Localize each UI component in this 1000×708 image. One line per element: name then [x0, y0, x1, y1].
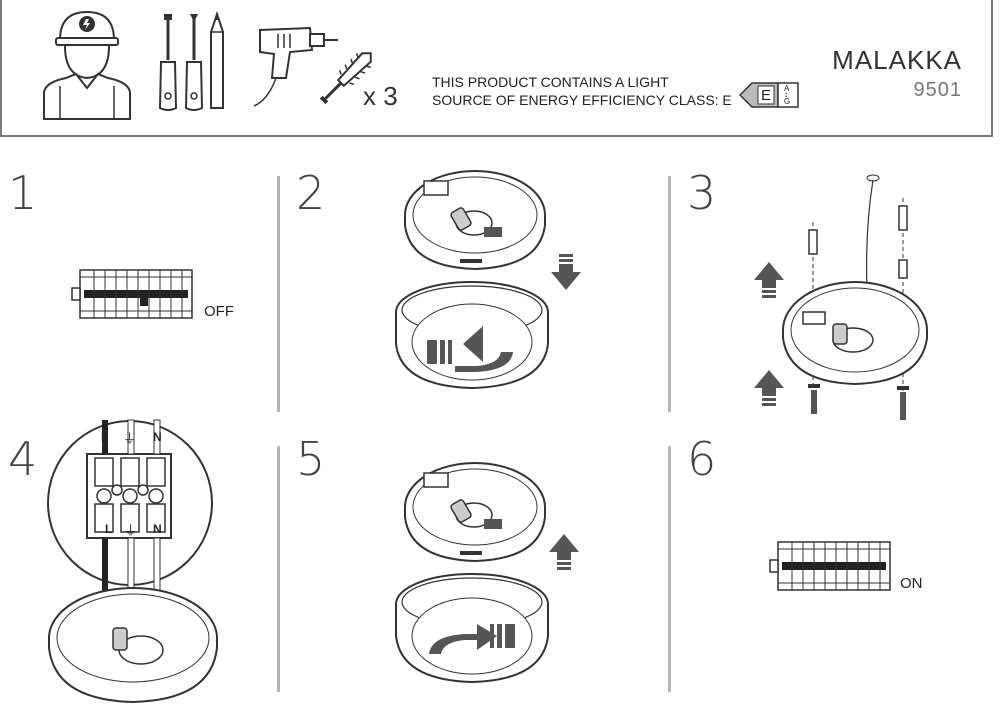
energy-efficiency-text: THIS PRODUCT CONTAINS A LIGHT SOURCE OF …: [432, 73, 732, 109]
arrow-down-icon: [551, 254, 581, 290]
diffuser-cover-step-2: [395, 281, 549, 390]
ceiling-mount-diagram: [782, 174, 928, 420]
screwdriver-flat-icon: [158, 14, 178, 111]
energy-scale-arrow: ↕: [784, 90, 788, 99]
step-5-number: 5: [296, 432, 326, 486]
drill-icon: [253, 26, 338, 107]
terminal-bottom-L: L: [105, 522, 113, 536]
wiring-diagram: [47, 419, 218, 704]
energy-scale-bottom: G: [784, 97, 791, 106]
step-3-number: 3: [687, 166, 717, 220]
arrow-up-icon: [754, 370, 784, 406]
base-plate-step-2: [404, 170, 546, 271]
on-label: ON: [900, 575, 923, 592]
step-2-number: 2: [296, 166, 326, 220]
breaker-on-diagram: [769, 541, 891, 591]
header-panel: [0, 0, 993, 137]
divider-top-right: [668, 176, 671, 412]
terminal-top-earth: ⏚: [123, 431, 137, 446]
step-4-number: 4: [8, 432, 38, 486]
arrow-up-icon: [549, 534, 579, 570]
energy-scale-top: A: [784, 84, 790, 93]
energy-line-1: THIS PRODUCT CONTAINS A LIGHT: [432, 74, 669, 90]
electrician-icon: [43, 10, 131, 120]
arrow-up-icon: [754, 262, 784, 298]
step-6-number: 6: [687, 432, 717, 486]
divider-bottom-right: [668, 446, 671, 692]
product-name: MALAKKA: [832, 45, 962, 75]
pencil-icon: [210, 10, 224, 109]
terminal-bottom-N: N: [153, 522, 162, 536]
divider-bottom-left: [277, 446, 280, 692]
wall-plug-screw-icon: [319, 52, 372, 105]
step-1-number: 1: [8, 166, 38, 220]
diffuser-cover-step-5: [395, 573, 549, 684]
terminal-bottom-earth: ⏚: [124, 523, 138, 538]
terminal-top-N: N: [153, 430, 162, 444]
screwdriver-phillips-icon: [184, 14, 204, 111]
divider-top-left: [277, 176, 280, 412]
terminal-top-L: L: [101, 430, 109, 444]
energy-label-badge: E A ↕ G: [738, 80, 800, 110]
breaker-off-diagram: [71, 269, 193, 319]
product-code: 9501: [913, 79, 962, 101]
off-label: OFF: [204, 303, 234, 320]
energy-class-letter: E: [760, 87, 771, 104]
base-plate-step-5: [404, 462, 546, 563]
quantity-label: x 3: [363, 81, 398, 111]
energy-line-2: SOURCE OF ENERGY EFFICIENCY CLASS: E: [432, 92, 732, 108]
